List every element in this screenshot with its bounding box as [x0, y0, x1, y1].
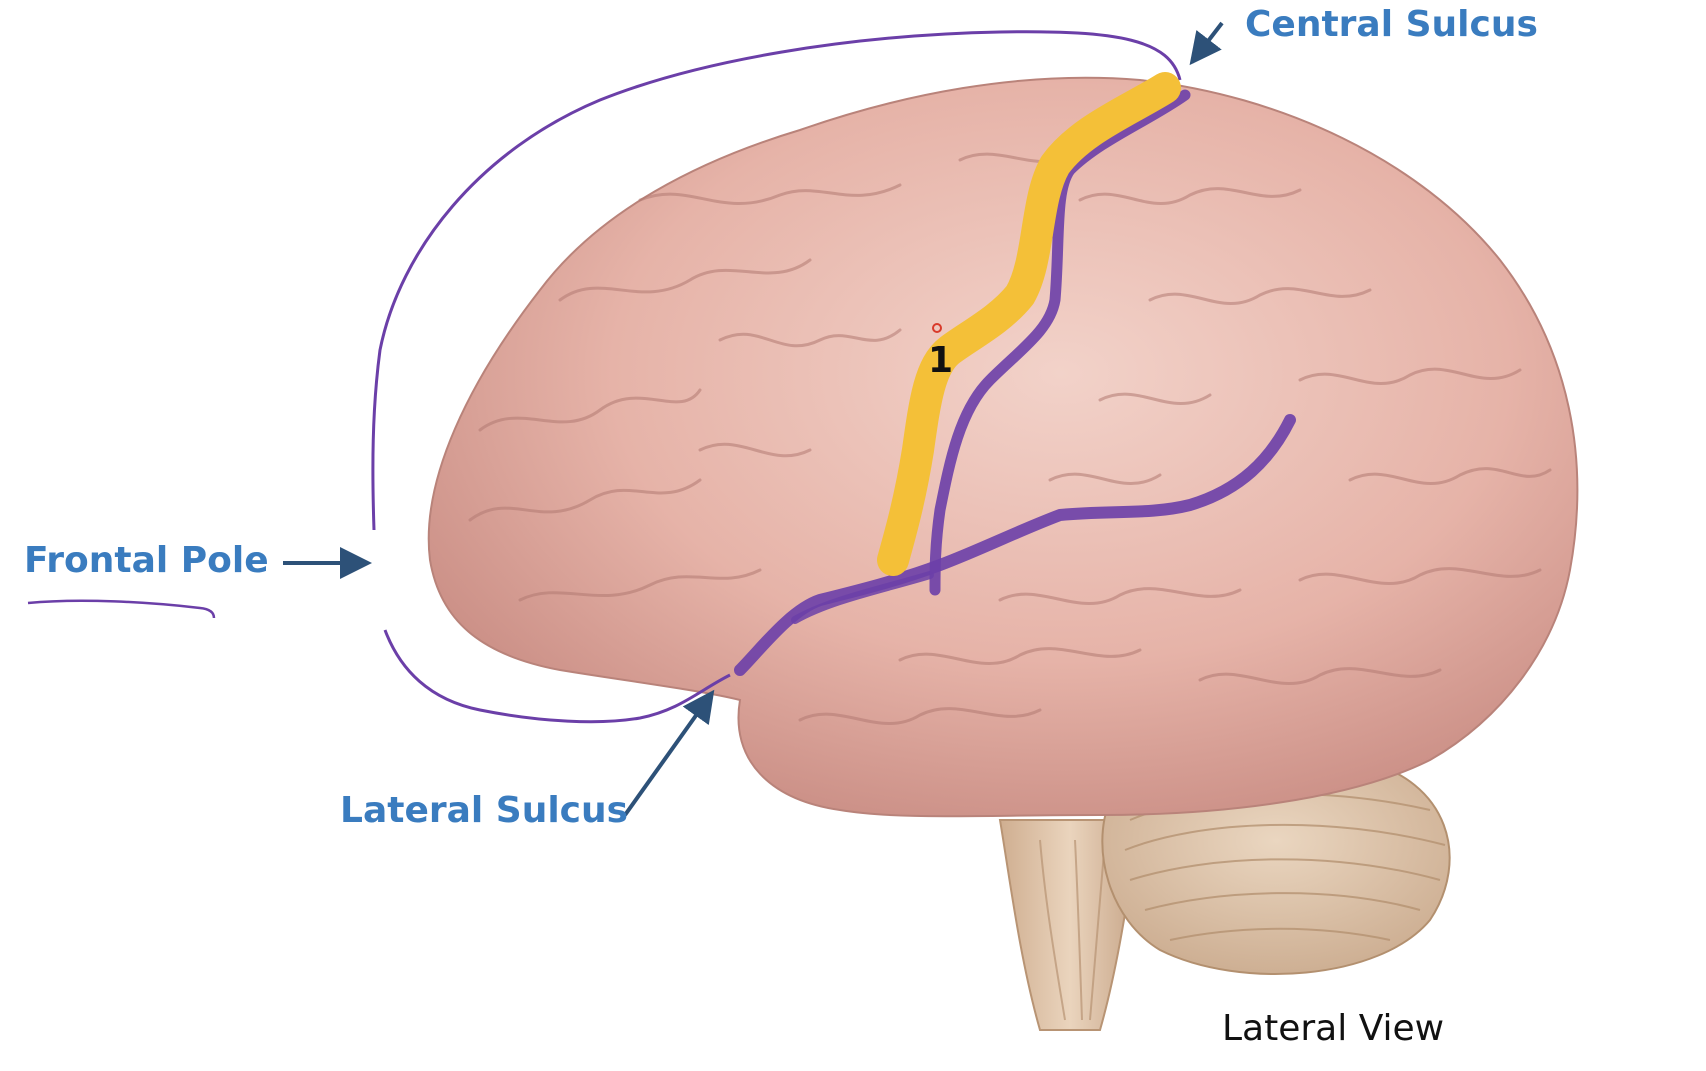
lateral-sulcus-label: Lateral Sulcus: [340, 790, 629, 831]
precentral-gyrus-highlight: [877, 72, 1181, 576]
point-marker: [932, 323, 942, 333]
central-sulcus-arrow: [1189, 21, 1224, 66]
marker-number-1: 1: [928, 340, 954, 381]
frontal-pole-underline: [27, 599, 216, 619]
central-sulcus-label: Central Sulcus: [1245, 4, 1538, 45]
cerebrum: [427, 76, 1579, 818]
lateral-sulcus-highlight: [734, 414, 1296, 676]
central-sulcus-highlight: [929, 89, 1191, 596]
lateral-view-caption: Lateral View: [1222, 1008, 1445, 1049]
frontal-lobe-outline: [371, 30, 1182, 531]
lateral-sulcus-arrow: [623, 689, 715, 817]
frontal-pole-label: Frontal Pole: [24, 540, 269, 581]
